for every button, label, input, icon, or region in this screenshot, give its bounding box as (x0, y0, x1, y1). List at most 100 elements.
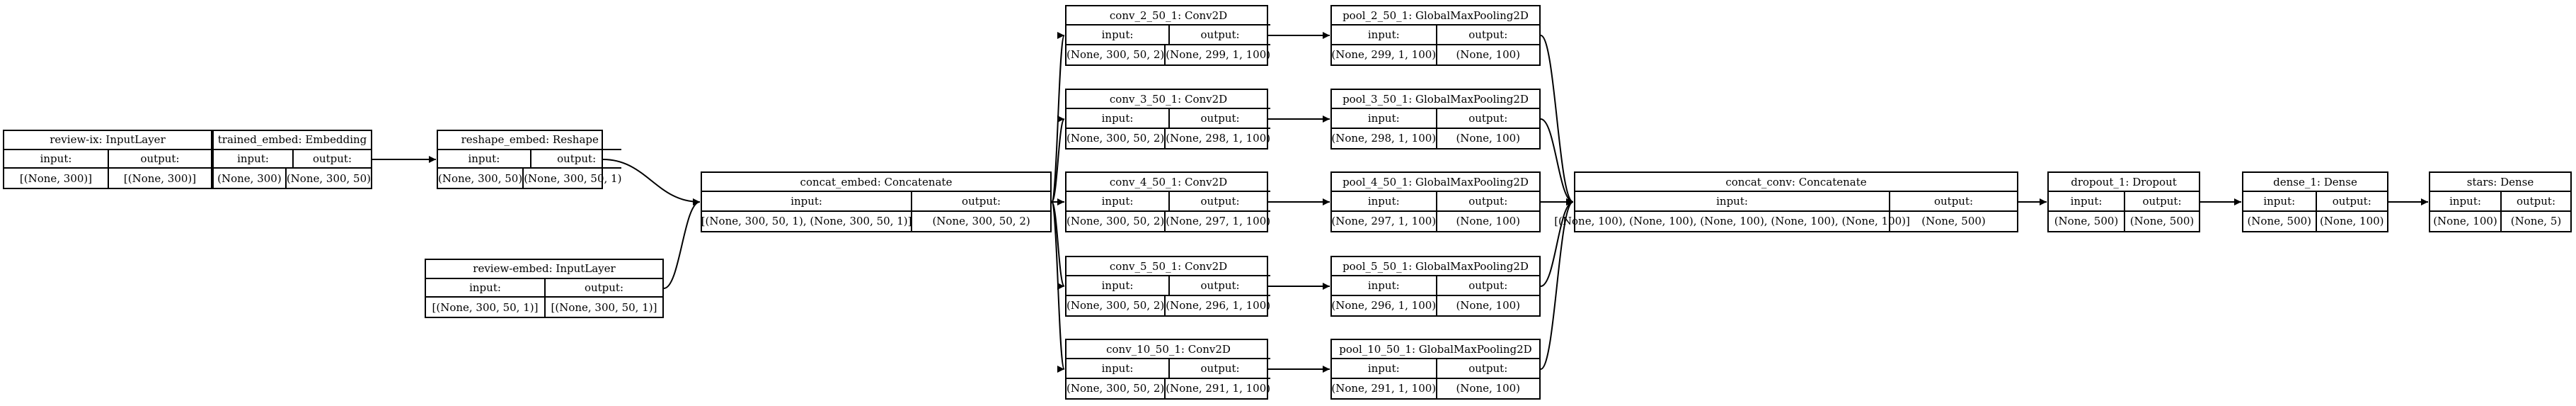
output-label: output: (312, 152, 352, 165)
node-title: review-ix: InputLayer (4, 131, 211, 150)
input-shape: (None, 298, 1, 100) (1331, 128, 1437, 148)
edge-pool2-to-concat-conv (1540, 35, 1574, 205)
input-shape: [(None, 300, 50, 1), (None, 300, 50, 1)] (701, 211, 913, 231)
input-label: input: (2430, 192, 2502, 210)
input-label: input: (1066, 192, 1171, 210)
edge-reshape-embed-to-concat-embed (602, 159, 701, 205)
output-label: output: (1200, 28, 1240, 41)
node-title: pool_4_50_1: GlobalMaxPooling2D (1332, 173, 1539, 193)
node-title: trained_embed: Embedding (214, 131, 371, 150)
edge-concat-embed-to-conv10 (1051, 201, 1065, 373)
output-shape: (None, 100) (1456, 382, 1521, 395)
edge-review-embed-to-concat-embed (663, 198, 701, 289)
output-label: output: (1200, 111, 1240, 125)
input-label: input: (4, 150, 109, 168)
node-title: stars: Dense (2430, 173, 2570, 193)
node-title: conv_2_50_1: Conv2D (1066, 6, 1271, 26)
input-shape: [(None, 300, 50, 1)] (426, 298, 546, 317)
output-shape: (None, 300, 50, 1) (524, 171, 622, 185)
output-label: output: (1468, 278, 1508, 292)
edge-concat-embed-to-conv2 (1051, 32, 1065, 203)
output-shape: (None, 100) (1456, 215, 1521, 228)
input-label: input: (1332, 192, 1437, 210)
input-label: input: (1332, 359, 1437, 378)
output-label: output: (584, 281, 624, 294)
input-shape: (None, 500) (2243, 211, 2317, 231)
node-title: conv_5_50_1: Conv2D (1066, 257, 1271, 277)
output-label: output: (962, 194, 1001, 208)
input-label: input: (438, 150, 531, 168)
output-label: output: (1468, 111, 1508, 125)
node-title: dropout_1: Dropout (2049, 173, 2199, 193)
input-label: input: (1066, 26, 1171, 44)
output-shape: (None, 299, 1, 100) (1166, 48, 1271, 62)
node-title: conv_10_50_1: Conv2D (1066, 340, 1271, 360)
node-title: conv_4_50_1: Conv2D (1066, 173, 1271, 193)
output-shape: (None, 296, 1, 100) (1166, 299, 1271, 312)
output-label: output: (140, 152, 180, 165)
input-label: input: (1066, 359, 1171, 378)
input-shape: (None, 300) (214, 169, 287, 188)
input-shape: (None, 299, 1, 100) (1331, 45, 1437, 64)
input-label: input: (1066, 109, 1171, 128)
input-shape: (None, 300, 50, 2) (1066, 128, 1166, 148)
node-title: pool_5_50_1: GlobalMaxPooling2D (1332, 257, 1539, 277)
output-label: output: (1468, 361, 1508, 375)
input-shape: (None, 500) (2049, 211, 2125, 231)
output-shape: (None, 100) (1456, 132, 1521, 145)
edge-pool3-to-concat-conv (1540, 118, 1574, 205)
input-label: input: (214, 150, 294, 168)
input-shape: (None, 300, 50, 2) (1066, 211, 1166, 231)
input-label: input: (1332, 109, 1437, 128)
output-label: output: (1468, 28, 1508, 41)
output-shape: (None, 500) (2129, 215, 2195, 228)
input-shape: (None, 300, 50, 2) (1066, 378, 1166, 398)
output-shape: [(None, 300, 50, 1)] (551, 300, 657, 314)
input-shape: (None, 300, 50, 2) (1066, 295, 1166, 315)
node-title: concat_conv: Concatenate (1575, 173, 2017, 193)
node-title: pool_3_50_1: GlobalMaxPooling2D (1332, 90, 1539, 110)
input-shape: (None, 296, 1, 100) (1331, 295, 1437, 315)
input-label: input: (2243, 192, 2317, 210)
node-title: pool_10_50_1: GlobalMaxPooling2D (1332, 340, 1539, 360)
output-shape: (None, 300, 50, 2) (932, 215, 1030, 228)
output-shape: (None, 100) (2319, 215, 2384, 228)
output-shape: (None, 298, 1, 100) (1166, 132, 1271, 145)
input-label: input: (426, 278, 546, 297)
node-title: reshape_embed: Reshape (438, 131, 622, 150)
input-label: input: (1332, 276, 1437, 295)
input-shape: [(None, 100), (None, 100), (None, 100), … (1554, 211, 1910, 231)
edge-pool10-to-concat-conv (1540, 198, 1574, 370)
output-shape: (None, 100) (1456, 48, 1521, 62)
input-label: input: (1575, 192, 1891, 210)
input-shape: (None, 297, 1, 100) (1331, 211, 1437, 231)
input-label: input: (2049, 192, 2125, 210)
node-title: conv_3_50_1: Conv2D (1066, 90, 1271, 110)
output-shape: (None, 291, 1, 100) (1166, 382, 1271, 395)
input-shape: (None, 100) (2430, 211, 2502, 231)
output-shape: (None, 500) (1921, 215, 1986, 228)
output-shape: [(None, 300)] (123, 171, 197, 185)
output-label: output: (2516, 194, 2556, 208)
input-shape: (None, 291, 1, 100) (1331, 378, 1437, 398)
output-shape: (None, 100) (1456, 299, 1521, 312)
output-label: output: (2142, 194, 2182, 208)
output-shape: (None, 300, 50) (286, 171, 371, 185)
node-title: pool_2_50_1: GlobalMaxPooling2D (1332, 6, 1539, 26)
